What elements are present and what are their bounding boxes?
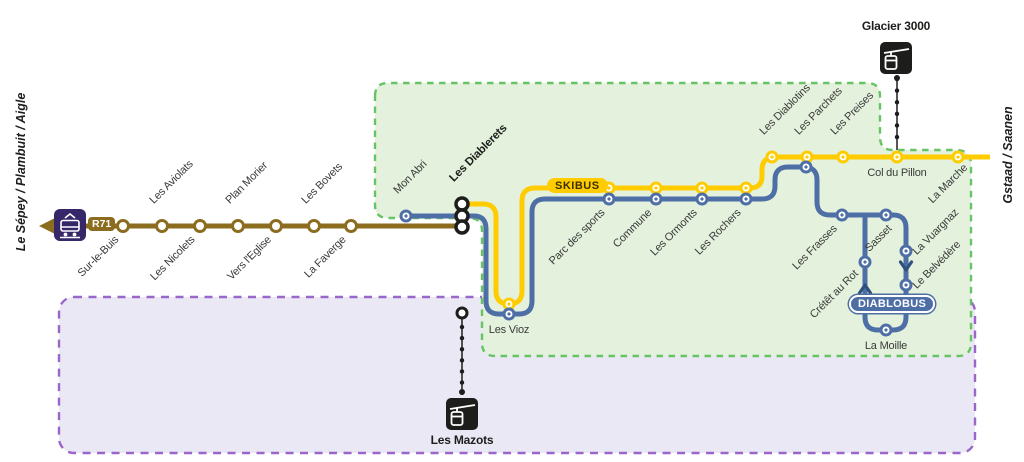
- stop-label-les-mazots: Les Mazots: [430, 433, 494, 447]
- stop-marker-dot: [904, 283, 908, 287]
- stop-marker: [454, 219, 470, 235]
- stop-marker-dot: [770, 155, 774, 159]
- stop-marker-les-bovets: [307, 219, 321, 233]
- stop-marker: [455, 306, 469, 320]
- stop-marker-dot: [654, 186, 658, 190]
- stop-marker-dot: [654, 197, 658, 201]
- chevron-down-icon: [898, 260, 914, 272]
- diablobus-line-badge: DIABLOBUS: [849, 295, 936, 313]
- stop-label-col-du-pillon: Col du Pillon: [867, 167, 927, 179]
- stop-marker-les-nicolets: [193, 219, 207, 233]
- stops-layer: [116, 150, 965, 337]
- diablobus-line: [406, 164, 909, 333]
- stop-marker-dot: [744, 186, 748, 190]
- glacier-cable-line: [894, 75, 900, 151]
- destination-label-west: Le Sépey / Plambuit / Aigle: [14, 92, 28, 252]
- stop-label-glacier-3000: Glacier 3000: [861, 19, 931, 33]
- stop-marker-dot: [863, 260, 867, 264]
- left-arrow: [39, 218, 54, 234]
- stop-marker-dot: [700, 197, 704, 201]
- stop-marker-vers-l-eglise: [269, 219, 283, 233]
- stop-marker-dot: [841, 155, 845, 159]
- skibus-line: [462, 154, 990, 307]
- stop-marker-dot: [884, 328, 888, 332]
- chevron-up-icon: [857, 283, 873, 295]
- stop-marker-dot: [607, 186, 611, 190]
- stop-marker-dot: [507, 312, 511, 316]
- train-station-icon: [54, 209, 86, 241]
- stop-marker-les-aviolats: [155, 219, 169, 233]
- stop-marker-dot: [956, 155, 960, 159]
- stop-label-les-vioz: Les Vioz: [488, 324, 530, 336]
- stop-marker-dot: [404, 214, 408, 218]
- glacier-cablecar-icon: [880, 42, 912, 74]
- stop-marker-sur-le-buis: [116, 219, 130, 233]
- stop-marker-dot: [804, 165, 808, 169]
- mazots-cable-line: [459, 318, 465, 395]
- stop-marker-dot: [904, 249, 908, 253]
- stop-marker-les-diablerets: [454, 196, 470, 212]
- mazots-cablecar-icon: [446, 398, 478, 430]
- stop-marker-dot: [884, 213, 888, 217]
- stop-marker-dot: [805, 155, 809, 159]
- stop-marker-dot: [895, 155, 899, 159]
- destination-label-east: Gstaad / Saanen: [1001, 106, 1015, 204]
- stop-marker-dot: [607, 197, 611, 201]
- r71-line-badge: R71: [88, 217, 116, 231]
- stop-marker-dot: [744, 197, 748, 201]
- stop-marker-dot: [840, 213, 844, 217]
- stop-marker-dot: [700, 186, 704, 190]
- stop-label-la-moille: La Moille: [864, 340, 908, 352]
- stop-marker-plan-morier: [231, 219, 245, 233]
- stop-marker-la-faverge: [344, 219, 358, 233]
- stop-marker-dot: [507, 302, 511, 306]
- skibus-line-badge: SKIBUS: [547, 178, 608, 193]
